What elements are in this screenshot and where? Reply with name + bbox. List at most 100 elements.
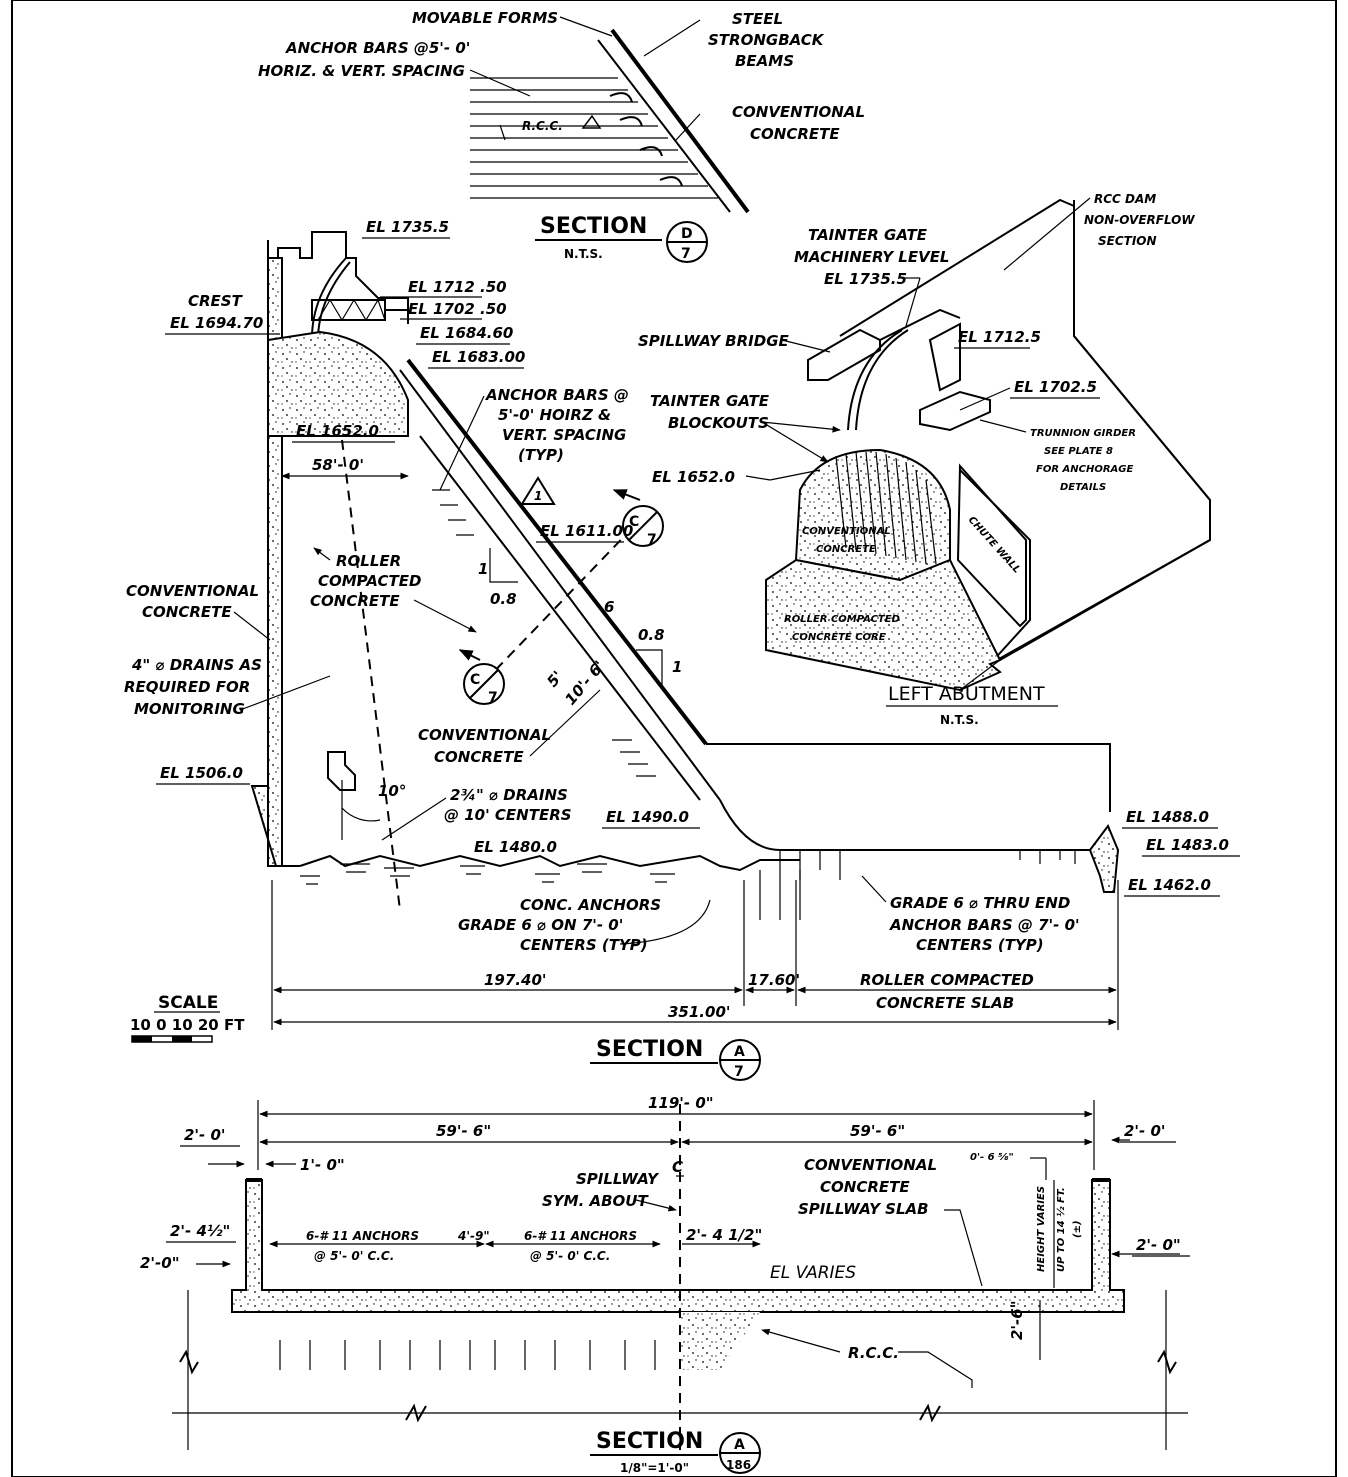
movable-forms-label: MOVABLE FORMS	[412, 9, 558, 27]
el-varies-label: EL VARIES	[770, 1263, 856, 1283]
dim-2-right: 2'- 0"	[1136, 1236, 1181, 1254]
section-a-dim-lines	[271, 880, 1119, 1030]
section-a186-dims	[196, 1100, 1180, 1360]
section-a186-title: SECTION	[596, 1429, 703, 1454]
dim-119: 119'- 0"	[648, 1094, 714, 1112]
trunnion-label-2: SEE PLATE 8	[1044, 446, 1113, 457]
slope-v: 1	[478, 560, 488, 578]
anchor-bars-label-1: ANCHOR BARS @5'- 0'	[285, 39, 470, 57]
callout-c-upper-bottom: 7	[647, 532, 657, 548]
dim-2-right-top: 2'- 0'	[1124, 1122, 1166, 1140]
rcc-label: R.C.C.	[522, 119, 563, 133]
section-a186-detail: 119'- 0" 59'- 6" 59'- 6" 2'- 0' 1'- 0" 2…	[140, 1094, 1190, 1475]
conv2-note-2: CONCRETE	[434, 748, 524, 766]
dim-1: 1'- 0"	[300, 1156, 345, 1174]
left-abutment-title: LEFT ABUTMENT	[888, 683, 1045, 705]
el-1702: EL 1702 .50	[408, 300, 507, 318]
rcc-note-3: CONCRETE	[310, 592, 400, 610]
rcc-core-label-2: CONCRETE CORE	[792, 632, 886, 643]
downstream-face	[406, 358, 708, 746]
section-d-title: SECTION	[540, 214, 647, 239]
rcc-slab-note-1: ROLLER COMPACTED	[860, 971, 1034, 989]
steel-label-2: STRONGBACK	[708, 31, 825, 49]
anchor-note-3: VERT. SPACING	[502, 426, 626, 444]
el-1683: EL 1683.00	[432, 348, 525, 366]
conv-slab-label-1: CONVENTIONAL	[804, 1156, 937, 1174]
section-a-callout: A 7	[719, 1039, 761, 1081]
callout-c-lower: C 7	[463, 663, 505, 706]
section-a186-callout-bottom: 186	[726, 1458, 751, 1472]
conventional-label-2: CONCRETE	[750, 125, 840, 143]
upstream-toe	[250, 785, 278, 867]
crest-label: CREST	[188, 292, 244, 310]
tainter-mach-label-3: EL 1735.5	[824, 270, 907, 288]
section-d-callout: D 7	[666, 221, 708, 263]
conc-anchor-note-1: CONC. ANCHORS	[520, 896, 661, 914]
section-a-callout-top: A	[734, 1044, 745, 1060]
rcc-dam-label-1: RCC DAM	[1094, 192, 1156, 206]
section-d-callout-top: D	[681, 226, 693, 242]
dim-2-0-left: 2'-0"	[140, 1254, 180, 1272]
abut-conv-label-1: CONVENTIONAL	[802, 526, 891, 537]
scale-bar: SCALE 10 0 10 20 FT	[130, 993, 245, 1043]
section-d-layers	[470, 77, 718, 199]
callout-c-lower-bottom: 7	[488, 690, 498, 706]
dim-2-4-right: 2'- 4 1/2"	[686, 1226, 762, 1244]
abut-conv-label-2: CONCRETE	[816, 544, 876, 555]
revision-triangle	[520, 476, 556, 505]
num-6: 6	[604, 598, 614, 616]
gate-truss	[311, 298, 386, 322]
angle-10: 10°	[378, 782, 406, 800]
foundation-line	[299, 854, 800, 872]
abutment-ogee	[794, 448, 951, 582]
section-a-detail: C 7 C 7 1 EL 1735.5 EL 1712 .50 EL 1702 …	[124, 218, 1240, 1081]
el-1652: EL 1652.0	[296, 422, 379, 440]
el-1735: EL 1735.5	[366, 218, 449, 236]
section-a186-callout-top: A	[734, 1437, 745, 1453]
rcc-dam-label-2: NON-OVERFLOW	[1084, 213, 1195, 227]
dim-59-left: 59'- 6"	[436, 1122, 491, 1140]
abutment-rcc-core	[765, 558, 1002, 692]
rcc-core-label-1: ROLLER COMPACTED	[784, 614, 900, 625]
left-abutment-detail: RCC DAM NON-OVERFLOW SECTION TAINTER GAT…	[638, 192, 1211, 727]
drains-note-2: REQUIRED FOR	[124, 678, 250, 696]
grade6-note-2: ANCHOR BARS @ 7'- 0'	[889, 916, 1080, 934]
conc-anchor-note-3: CENTERS (TYP)	[520, 936, 648, 954]
scale-label: SCALE	[158, 993, 218, 1013]
el-1712: EL 1712 .50	[408, 278, 507, 296]
grade6-note-1: GRADE 6 ⌀ THRU END	[890, 894, 1070, 912]
rcc-label-bottom: R.C.C.	[848, 1344, 899, 1362]
anchors-b-1: 6-# 11 ANCHORS	[524, 1229, 637, 1243]
drains-note-3: MONITORING	[134, 700, 245, 718]
section-a-callout-bottom: 7	[734, 1064, 744, 1080]
conv-slab-label-3: SPILLWAY SLAB	[798, 1200, 929, 1218]
el-1702-abut: EL 1702.5	[1014, 378, 1097, 396]
anchors-a-2: @ 5'- 0' C.C.	[314, 1249, 394, 1263]
dim-2-left: 2'- 0'	[184, 1126, 226, 1144]
section-a-title: SECTION	[596, 1037, 703, 1062]
end-sill	[1088, 824, 1120, 893]
conv-slab-label-2: CONCRETE	[820, 1178, 910, 1196]
el-1712-abut: EL 1712.5	[958, 328, 1041, 346]
el-1684: EL 1684.60	[420, 324, 513, 342]
dim-2-4-left: 2'- 4½"	[170, 1222, 230, 1240]
revision-mark: 1	[534, 489, 542, 503]
height-note-3: (±)	[1072, 1220, 1083, 1238]
spillway-label-2: SYM. ABOUT	[542, 1192, 649, 1210]
anchor-note-4: (TYP)	[518, 446, 564, 464]
conv-note-2: CONCRETE	[142, 603, 232, 621]
tainter-mach-label-2: MACHINERY LEVEL	[794, 248, 950, 266]
callout-c-upper: C 7	[622, 505, 664, 548]
drains2-note-2: @ 10' CENTERS	[444, 806, 572, 824]
centerline-symbol: C	[672, 1158, 683, 1176]
dim-59-right: 59'- 6"	[850, 1122, 905, 1140]
left-abutment-scale: N.T.S.	[940, 713, 979, 727]
rcc-note-1: ROLLER	[336, 552, 401, 570]
strongback-beam-line	[610, 28, 750, 214]
slope-h: 0.8	[490, 590, 517, 608]
scale-ticks: 10 0 10 20 FT	[130, 1016, 245, 1034]
section-d-detail: MOVABLE FORMS STEEL STRONGBACK BEAMS ANC…	[258, 9, 865, 263]
crest-conventional-cap	[267, 330, 409, 437]
dim-2-6: 2'-6"	[1008, 1300, 1026, 1340]
